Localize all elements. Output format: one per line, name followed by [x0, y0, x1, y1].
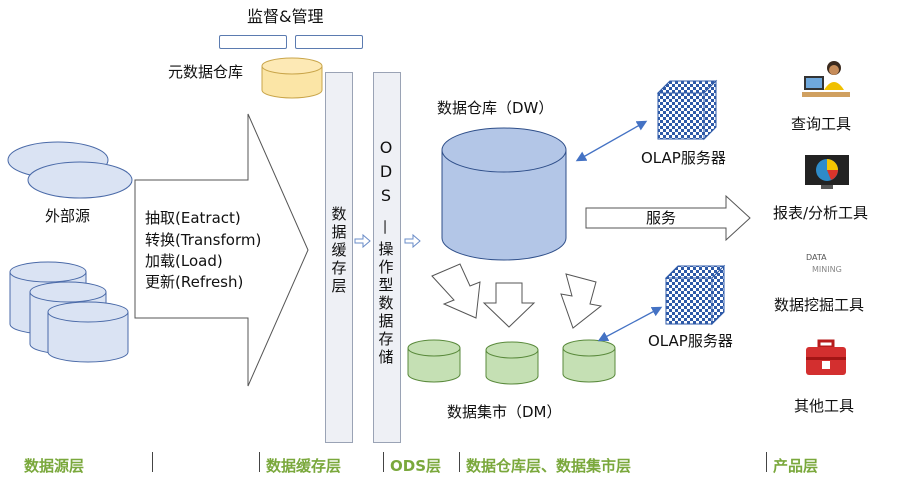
dw-cylinder	[441, 127, 567, 261]
etl-load: 加载(Load)	[145, 252, 223, 270]
layer-separator-1	[152, 452, 153, 472]
dw-olap-top-arrow	[575, 120, 648, 162]
external-sources-label: 外部源	[45, 207, 91, 225]
tool-query-label: 查询工具	[791, 115, 852, 133]
service-arrow	[585, 194, 751, 242]
ods-title: ODS	[379, 138, 393, 205]
etl-transform: 转换(Transform)	[145, 231, 262, 249]
layer-separator-5	[766, 452, 767, 472]
dw-to-dm-arrows	[431, 263, 603, 329]
tool-other-label: 其他工具	[794, 397, 855, 415]
olap-server-bottom-label: OLAP服务器	[648, 332, 733, 350]
data-cache-bar	[325, 72, 353, 443]
ods-to-dw-arrow	[404, 233, 421, 249]
person-at-computer-icon	[800, 56, 852, 104]
supervision-title: 监督&管理	[247, 7, 324, 26]
layer-product: 产品层	[773, 457, 819, 475]
etl-arrow	[134, 113, 309, 387]
source-cylinders	[9, 261, 129, 363]
ods-subtitle: 操作型数据存储	[378, 240, 394, 366]
olap-server-top-label: OLAP服务器	[641, 149, 726, 167]
layer-data-source: 数据源层	[24, 457, 85, 475]
layer-ods: ODS层	[390, 457, 442, 475]
svg-text:MINING: MINING	[812, 265, 842, 274]
cache-to-ods-arrow	[354, 233, 371, 249]
supervision-box-left	[219, 35, 287, 49]
service-label: 服务	[646, 209, 677, 227]
tool-mining-label: 数据挖掘工具	[774, 296, 865, 314]
layer-separator-4	[459, 452, 460, 472]
data-cache-label: 数据缓存层	[331, 205, 347, 295]
svg-text:DATA: DATA	[806, 253, 827, 262]
layer-dw-dm: 数据仓库层、数据集市层	[466, 457, 632, 475]
ods-bar	[373, 72, 401, 443]
data-mining-icon: DATA MINING	[800, 248, 852, 278]
ods-dash: —	[377, 219, 395, 235]
layer-separator-2	[259, 452, 260, 472]
dm-cylinders	[407, 339, 616, 385]
meta-warehouse-label: 元数据仓库	[168, 63, 244, 81]
dm-label: 数据集市（DM）	[447, 403, 562, 421]
layer-data-cache: 数据缓存层	[266, 457, 342, 475]
etl-extract: 抽取(Eatract)	[145, 209, 241, 227]
dm-olap-bottom-arrow	[597, 306, 663, 342]
layer-separator-3	[383, 452, 384, 472]
olap-cube-top	[656, 79, 718, 141]
meta-warehouse-cylinder	[261, 57, 323, 99]
etl-refresh: 更新(Refresh)	[145, 273, 244, 291]
olap-cube-bottom	[664, 264, 726, 326]
source-ellipses	[7, 141, 133, 199]
toolbox-icon	[802, 337, 850, 379]
pie-chart-monitor-icon	[803, 153, 851, 191]
tool-report-label: 报表/分析工具	[773, 204, 869, 222]
dw-label: 数据仓库（DW）	[437, 99, 554, 117]
supervision-box-right	[295, 35, 363, 49]
